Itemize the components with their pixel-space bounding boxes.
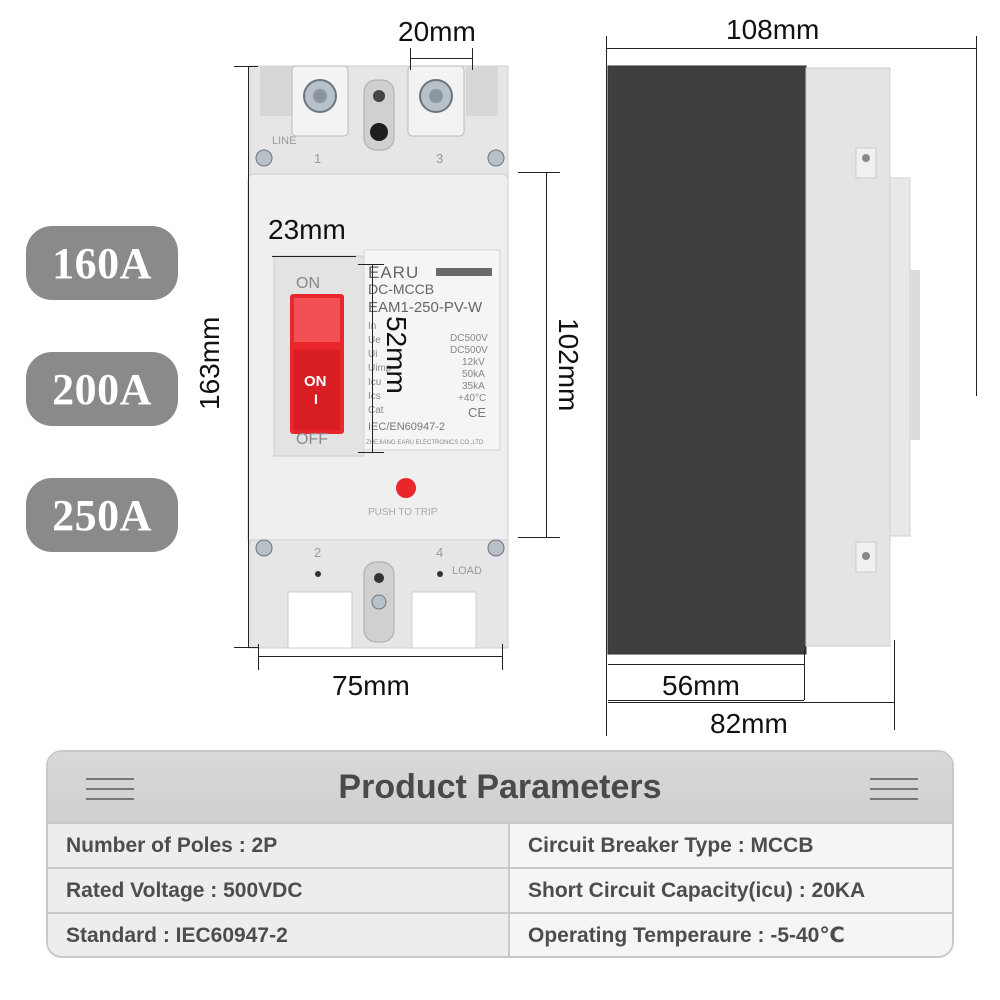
product-parameters-panel: Product Parameters Number of Poles : 2P …	[46, 750, 954, 958]
brand-logo: EARU	[368, 263, 420, 282]
terminal-3-label: 3	[436, 151, 444, 166]
dimension-tick	[234, 647, 258, 648]
table-row: Number of Poles : 2P Circuit Breaker Typ…	[48, 822, 952, 867]
spec-value: 50kA	[462, 369, 485, 380]
dimension-side-depth-small: 56mm	[662, 670, 740, 701]
param-breaker-type: Circuit Breaker Type : MCCB	[508, 824, 952, 867]
dimension-tick	[358, 452, 384, 453]
dimension-tick	[502, 644, 503, 670]
toggle-on-text: ON	[304, 373, 327, 390]
spec-key: Cat	[368, 405, 384, 416]
breaker-side-illustration	[607, 65, 920, 655]
dimension-tick	[410, 48, 411, 70]
on-position-label: ON	[296, 275, 320, 292]
dimension-tick	[976, 36, 977, 396]
spec-value: 35kA	[462, 381, 485, 392]
spec-key: Ics	[368, 391, 381, 402]
param-operating-temperature: Operating Temperaure : -5-40℃	[508, 914, 952, 956]
table-row: Rated Voltage : 500VDC Short Circuit Cap…	[48, 867, 952, 912]
dimension-side-depth-large: 82mm	[710, 708, 788, 739]
dimension-tick	[472, 48, 473, 70]
spec-key: Ue	[368, 335, 381, 346]
dimension-handle-width: 23mm	[268, 214, 346, 245]
dimension-body-height: 102mm	[553, 318, 584, 412]
menu-lines-icon	[86, 778, 134, 800]
param-poles: Number of Poles : 2P	[48, 824, 508, 867]
param-short-circuit-capacity: Short Circuit Capacity(icu) : 20KA	[508, 869, 952, 912]
terminal-2-label: 2	[314, 545, 322, 560]
dimension-tick	[894, 640, 895, 730]
product-parameters-title: Product Parameters	[338, 767, 662, 806]
param-rated-voltage: Rated Voltage : 500VDC	[48, 869, 508, 912]
dimension-handle-height: 52mm	[381, 316, 412, 394]
dimension-tick	[804, 650, 805, 700]
spec-value: DC500V	[450, 333, 488, 344]
breaker-type-label: DC-MCCB	[368, 281, 435, 297]
dimension-tick	[234, 66, 258, 67]
dimension-side-width: 108mm	[726, 14, 820, 45]
dimension-tick	[258, 644, 259, 670]
spec-value: DC500V	[450, 345, 488, 356]
terminal-1-label: 1	[314, 151, 322, 166]
push-to-trip-label: PUSH TO TRIP	[368, 507, 438, 518]
spec-value: +40°C	[458, 393, 487, 404]
rating-badge-200a: 200A	[26, 352, 178, 426]
line-label: LINE	[272, 135, 297, 147]
dimension-total-height: 163mm	[194, 316, 225, 410]
product-parameters-header: Product Parameters	[48, 752, 952, 822]
model-label: EAM1-250-PV-W	[368, 299, 483, 316]
spec-key: Icu	[368, 377, 382, 388]
dimension-tick	[518, 537, 560, 538]
menu-lines-icon	[870, 778, 918, 800]
dimension-line	[372, 264, 373, 452]
dimension-line	[258, 656, 503, 657]
dimension-tick	[358, 264, 384, 265]
dimension-line	[248, 66, 249, 648]
rating-badge-250a: 250A	[26, 478, 178, 552]
manufacturer-label: ZHEJIANG EARU ELECTRONICS CO.,LTD	[366, 440, 484, 446]
load-label: LOAD	[452, 565, 482, 577]
toggle-bar-text: I	[314, 391, 318, 407]
dimension-line	[608, 664, 804, 665]
spec-key: Uimp	[368, 363, 392, 374]
dimension-line	[272, 256, 356, 257]
dimension-tick	[606, 36, 607, 736]
dimension-line	[608, 700, 804, 701]
breaker-front-illustration	[247, 65, 509, 649]
standard-label: IEC/EN60947-2	[368, 421, 446, 433]
rating-badge-160a: 160A	[26, 226, 178, 300]
dimension-line	[410, 58, 472, 59]
off-position-label: OFF	[296, 431, 328, 448]
spec-value: 12kV	[462, 357, 485, 368]
dimension-tick	[518, 172, 560, 173]
dimension-line	[608, 702, 894, 703]
param-standard: Standard : IEC60947-2	[48, 914, 508, 956]
ce-mark: CE	[468, 405, 487, 420]
terminal-4-label: 4	[436, 545, 444, 560]
dimension-terminal-width: 20mm	[398, 16, 476, 47]
table-row: Standard : IEC60947-2 Operating Temperau…	[48, 912, 952, 956]
dimension-line	[546, 172, 547, 538]
dimension-front-width: 75mm	[332, 670, 410, 701]
dimension-line	[606, 48, 976, 49]
